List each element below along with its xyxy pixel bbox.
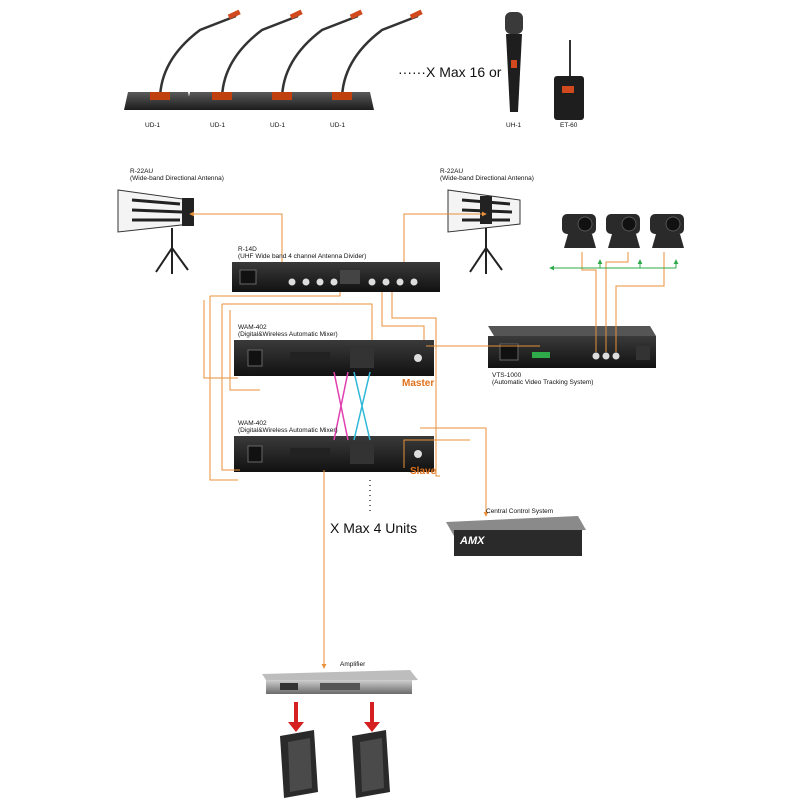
ptz-camera-2 — [606, 214, 640, 248]
antenna-right — [447, 189, 521, 274]
mixer-master-model: WAM-402 — [238, 324, 267, 331]
antenna-right-desc: (Wide-band Directional Antenna) — [440, 175, 534, 182]
antenna-left-desc: (Wide-band Directional Antenna) — [130, 175, 224, 182]
mixer-master-desc: (Digital&Wireless Automatic Mixer) — [238, 331, 338, 338]
mixer-slave-desc: (Digital&Wireless Automatic Mixer) — [238, 427, 338, 434]
mixer-master-role: Master — [402, 378, 435, 389]
mixer-master — [234, 340, 434, 376]
speaker-right — [352, 730, 390, 798]
max-units-text: X Max 4 Units — [330, 520, 418, 536]
mic-label-2: UD-1 — [210, 122, 226, 129]
mixer-slave-model: WAM-402 — [238, 420, 267, 427]
central-label: Central Control System — [486, 508, 554, 515]
amx-logo: AMX — [459, 535, 485, 547]
vts-model: VTS-1000 — [492, 372, 522, 379]
mic-label-4: UD-1 — [330, 122, 346, 129]
conference-mic-4 — [306, 9, 423, 110]
video-tracking-system — [488, 326, 656, 368]
bodypack-label: ET-60 — [560, 122, 578, 129]
mic-max-text: ······X Max 16 or — [398, 64, 502, 80]
divider-desc: (UHF Wide band 4 channel Antenna Divider… — [238, 253, 367, 260]
bodypack-transmitter — [554, 40, 584, 120]
mixer-slave-role: Slave — [410, 466, 437, 477]
handheld-label: UH-1 — [506, 122, 522, 129]
connections — [189, 211, 679, 732]
antenna-left — [117, 189, 194, 274]
handheld-mic — [505, 12, 523, 112]
mixer-slave — [234, 436, 434, 472]
amplifier — [262, 670, 418, 694]
vts-desc: (Automatic Video Tracking System) — [492, 379, 594, 386]
ptz-camera-3 — [650, 214, 684, 248]
antenna-right-model: R-22AU — [440, 168, 464, 175]
antenna-left-model: R-22AU — [130, 168, 154, 175]
amplifier-label: Amplifier — [340, 661, 366, 668]
ptz-camera-1 — [562, 214, 596, 248]
central-control-system: AMX — [446, 516, 586, 556]
divider-model: R-14D — [238, 246, 257, 253]
conference-mic-3 — [246, 9, 363, 110]
antenna-divider — [232, 262, 440, 292]
speaker-left — [280, 730, 318, 798]
conference-mic-2 — [186, 9, 303, 110]
conference-mic-1 — [124, 9, 241, 110]
mic-label-1: UD-1 — [145, 122, 161, 129]
mic-label-3: UD-1 — [270, 122, 286, 129]
